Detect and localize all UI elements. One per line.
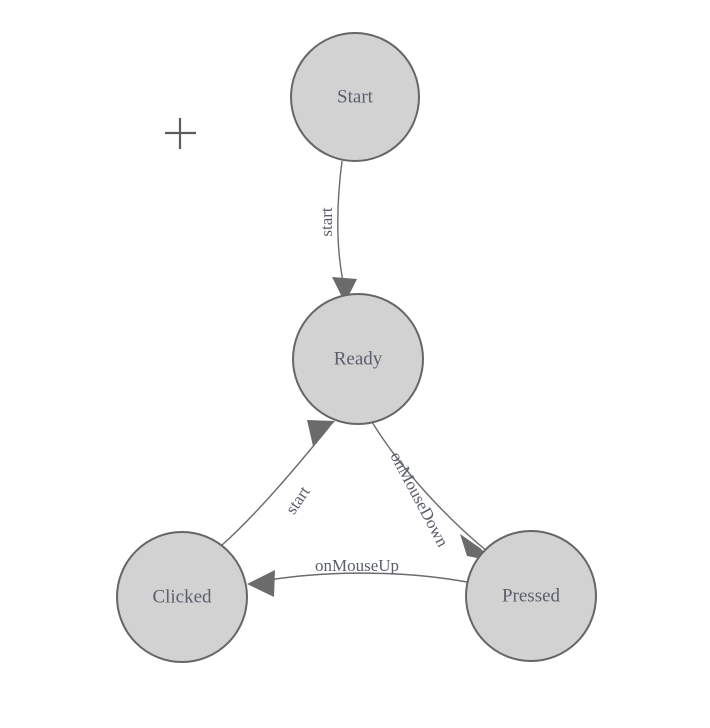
edge-label-clicked-to-ready: start	[282, 482, 314, 517]
edge-label-pressed-to-clicked: onMouseUp	[315, 556, 399, 575]
edge-path-ready-to-pressed	[371, 421, 489, 553]
node-label-ready: Ready	[334, 348, 383, 369]
edge-label-group-pressed-to-clicked: onMouseUp	[315, 556, 399, 575]
edge-label-start-to-ready: start	[317, 207, 336, 237]
edge-label-group-ready-to-pressed: onMouseDown	[386, 449, 452, 551]
node-pressed[interactable]: Pressed	[465, 530, 597, 662]
node-label-clicked: Clicked	[152, 586, 212, 607]
node-clicked[interactable]: Clicked	[116, 531, 248, 663]
node-circle-clicked[interactable]	[116, 531, 248, 663]
edge-pressed-to-clicked[interactable]: onMouseUp	[247, 556, 468, 597]
edge-ready-to-pressed[interactable]: onMouseDown	[371, 421, 493, 561]
node-start[interactable]: Start	[290, 32, 420, 162]
edge-path-clicked-to-ready	[221, 426, 330, 546]
arrowhead-pressed-to-clicked	[247, 570, 275, 597]
plus-crosshair-icon	[165, 118, 196, 149]
arrowhead-start-to-ready	[332, 277, 357, 303]
node-circle-ready[interactable]	[292, 293, 424, 425]
node-label-pressed: Pressed	[502, 585, 561, 606]
edge-path-start-to-ready	[337, 160, 345, 287]
edge-label-group-clicked-to-ready: start	[282, 482, 314, 517]
edge-label-group-start-to-ready: start	[317, 207, 336, 237]
edge-start-to-ready[interactable]: start	[317, 160, 357, 303]
node-label-start: Start	[337, 86, 374, 107]
edge-path-pressed-to-clicked	[250, 572, 468, 584]
node-ready[interactable]: Ready	[292, 293, 424, 425]
edge-label-ready-to-pressed: onMouseDown	[386, 449, 452, 551]
node-circle-pressed[interactable]	[465, 530, 597, 662]
edge-clicked-to-ready[interactable]: start	[221, 420, 335, 546]
arrowhead-clicked-to-ready	[307, 420, 335, 446]
node-circle-start[interactable]	[290, 32, 420, 162]
